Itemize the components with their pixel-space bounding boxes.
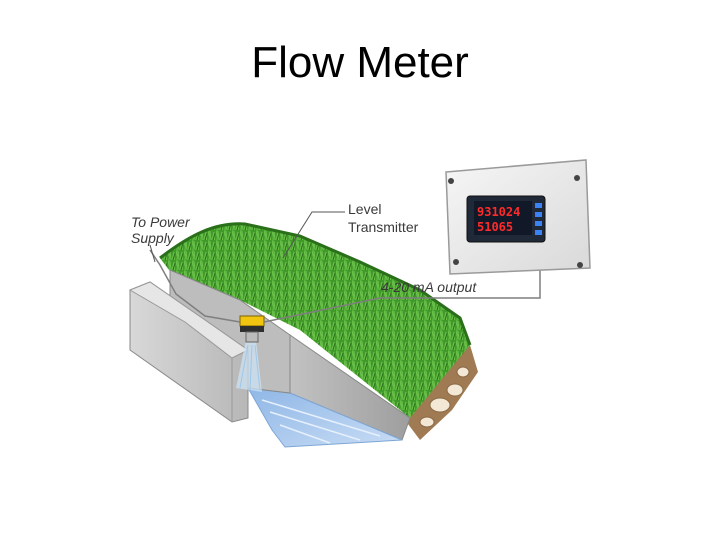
meter-reading-top: 931024 bbox=[477, 205, 520, 219]
meter-enclosure-icon bbox=[445, 159, 591, 275]
power-supply-label-line1: To Power bbox=[131, 214, 191, 230]
grass-bank bbox=[159, 222, 472, 418]
transmitter-label-line2: Transmitter bbox=[348, 219, 419, 235]
slide-title: Flow Meter bbox=[251, 38, 469, 87]
soil-rock-bank bbox=[405, 345, 478, 440]
channel-left-wall bbox=[128, 281, 249, 423]
callout-leaders bbox=[149, 211, 345, 263]
transmitter-label-line1: Level bbox=[348, 201, 381, 217]
power-supply-label-line2: Supply bbox=[131, 230, 175, 246]
meter-reading-bottom: 51065 bbox=[477, 220, 513, 234]
level-transmitter-icon bbox=[239, 315, 265, 343]
output-label: 4-20 mA output bbox=[381, 279, 477, 295]
ultrasonic-beam bbox=[236, 340, 262, 392]
signal-cable bbox=[149, 249, 541, 323]
